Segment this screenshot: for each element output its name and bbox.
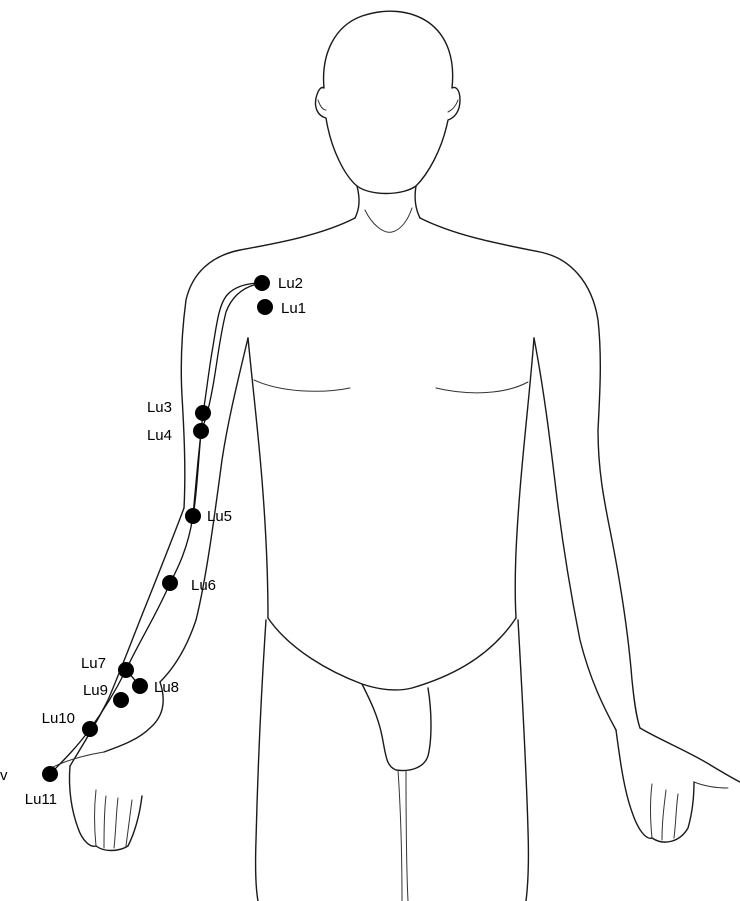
right-arm-outline xyxy=(534,338,740,842)
lu10-point xyxy=(82,721,98,737)
lung-meridian-line-inner xyxy=(193,283,262,516)
lu8-label: Lu8 xyxy=(154,679,179,696)
lu6-label: Lu6 xyxy=(191,577,216,594)
lu1-label: Lu1 xyxy=(281,300,306,317)
lu9-label: Lu9 xyxy=(83,682,108,699)
torso-outline xyxy=(181,186,610,901)
head-outline xyxy=(315,11,460,193)
lung-meridian-line xyxy=(50,283,262,774)
lu3-label: Lu3 xyxy=(147,399,172,416)
lu2-label: Lu2 xyxy=(278,275,303,292)
lu8-point xyxy=(132,678,148,694)
stray-mark: v xyxy=(0,767,8,784)
lu5-point xyxy=(185,508,201,524)
lu6-point xyxy=(162,575,178,591)
lu7-label: Lu7 xyxy=(81,655,106,672)
lu5-label: Lu5 xyxy=(207,508,232,525)
lu1-point xyxy=(257,299,273,315)
lu4-point xyxy=(193,423,209,439)
lu11-label: Lu11 xyxy=(25,791,57,808)
lu3-point xyxy=(195,405,211,421)
lu7-point xyxy=(118,662,134,678)
lu4-label: Lu4 xyxy=(147,427,172,444)
lu11-point xyxy=(42,766,58,782)
lu9-point xyxy=(113,692,129,708)
lu2-point xyxy=(254,275,270,291)
lu10-label: Lu10 xyxy=(42,710,75,727)
